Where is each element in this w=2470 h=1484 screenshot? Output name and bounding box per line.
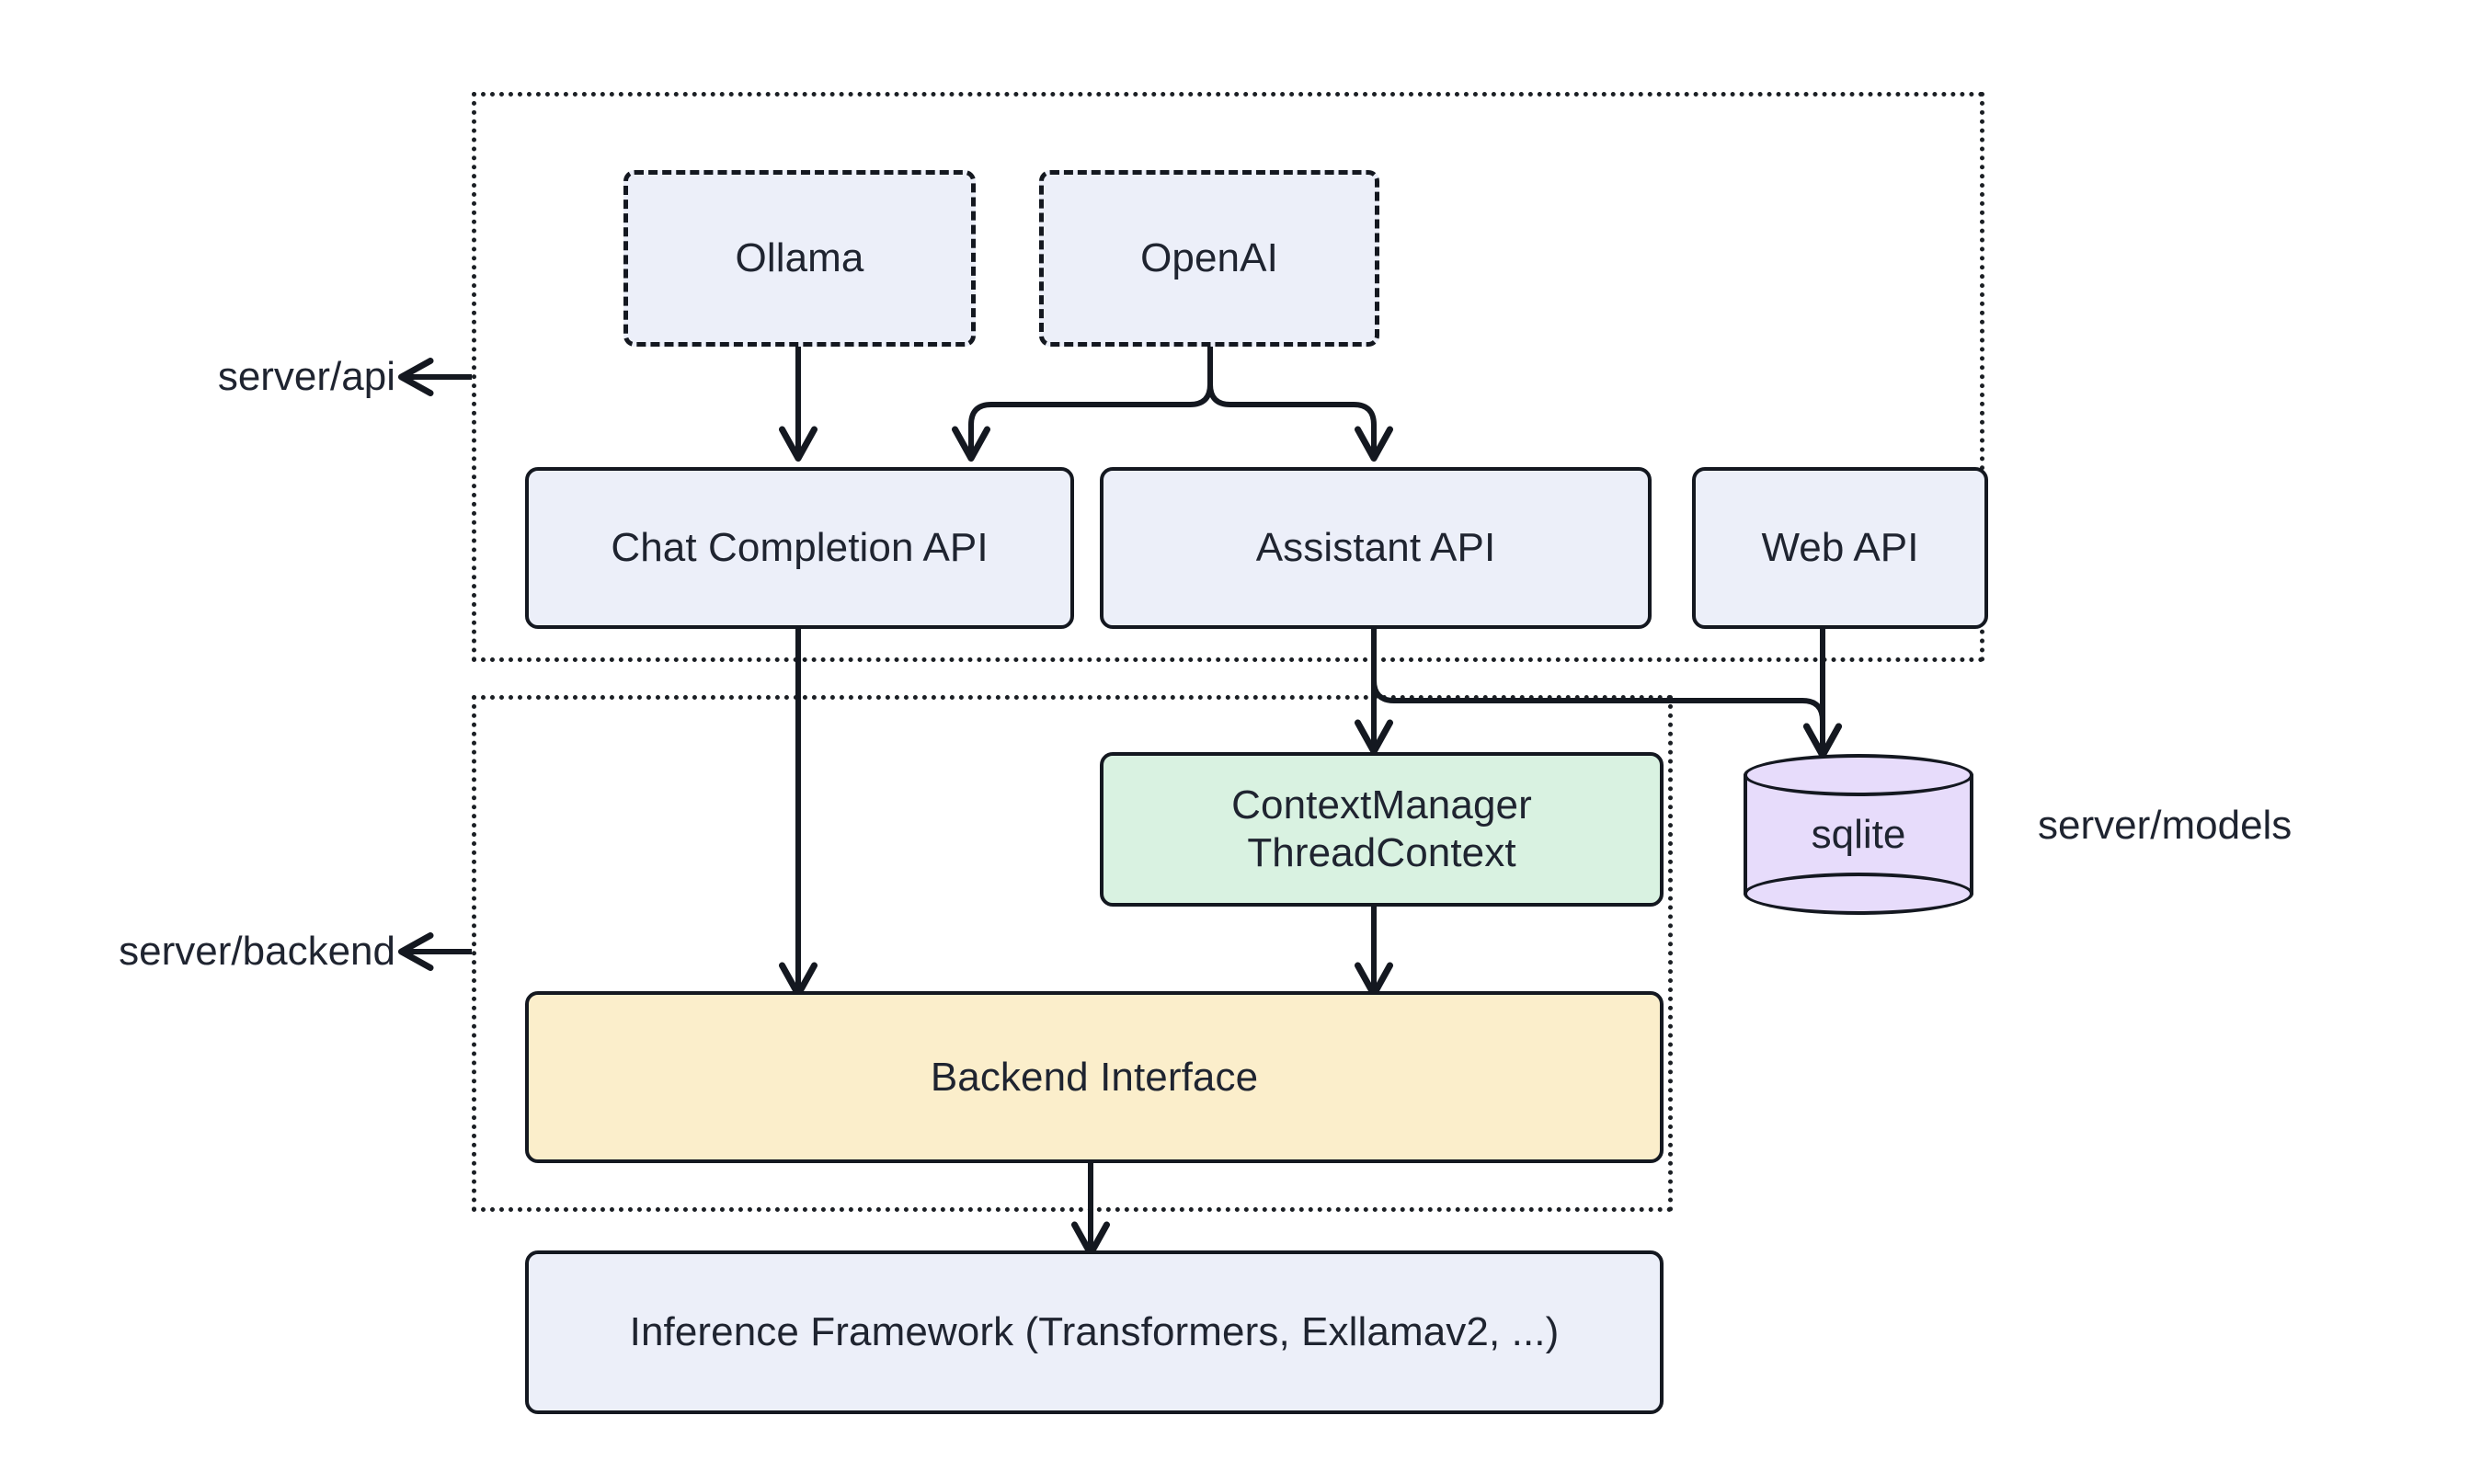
node-openai-label: OpenAI bbox=[1140, 235, 1278, 281]
node-web-api-label: Web API bbox=[1761, 525, 1919, 571]
node-web-api[interactable]: Web API bbox=[1692, 467, 1988, 629]
group-server-api bbox=[472, 92, 1984, 662]
node-context-manager[interactable]: ContextManager ThreadContext bbox=[1100, 752, 1664, 907]
node-sqlite-label: sqlite bbox=[1811, 811, 1906, 857]
node-inference-framework-label: Inference Framework (Transformers, Exlla… bbox=[629, 1309, 1560, 1355]
sqlite-cylinder-bottom bbox=[1744, 873, 1973, 915]
group-server-backend bbox=[472, 695, 1673, 1212]
node-context-manager-label-line2: ThreadContext bbox=[1247, 830, 1516, 875]
sqlite-cylinder-top bbox=[1744, 754, 1973, 796]
node-chat-completion-api-label: Chat Completion API bbox=[611, 525, 989, 571]
node-backend-interface[interactable]: Backend Interface bbox=[525, 991, 1664, 1163]
node-sqlite[interactable]: sqlite bbox=[1744, 754, 1973, 915]
node-openai[interactable]: OpenAI bbox=[1039, 170, 1379, 347]
node-inference-framework[interactable]: Inference Framework (Transformers, Exlla… bbox=[525, 1250, 1664, 1414]
label-server-api: server/api bbox=[217, 354, 395, 399]
label-server-models: server/models bbox=[2038, 803, 2293, 848]
node-ollama[interactable]: Ollama bbox=[623, 170, 976, 347]
node-assistant-api[interactable]: Assistant API bbox=[1100, 467, 1652, 629]
node-context-manager-label-line1: ContextManager bbox=[1231, 782, 1532, 828]
node-ollama-label: Ollama bbox=[735, 235, 864, 281]
node-backend-interface-label: Backend Interface bbox=[930, 1054, 1259, 1100]
node-assistant-api-label: Assistant API bbox=[1255, 525, 1496, 571]
label-server-backend: server/backend bbox=[119, 929, 395, 974]
node-chat-completion-api[interactable]: Chat Completion API bbox=[525, 467, 1074, 629]
